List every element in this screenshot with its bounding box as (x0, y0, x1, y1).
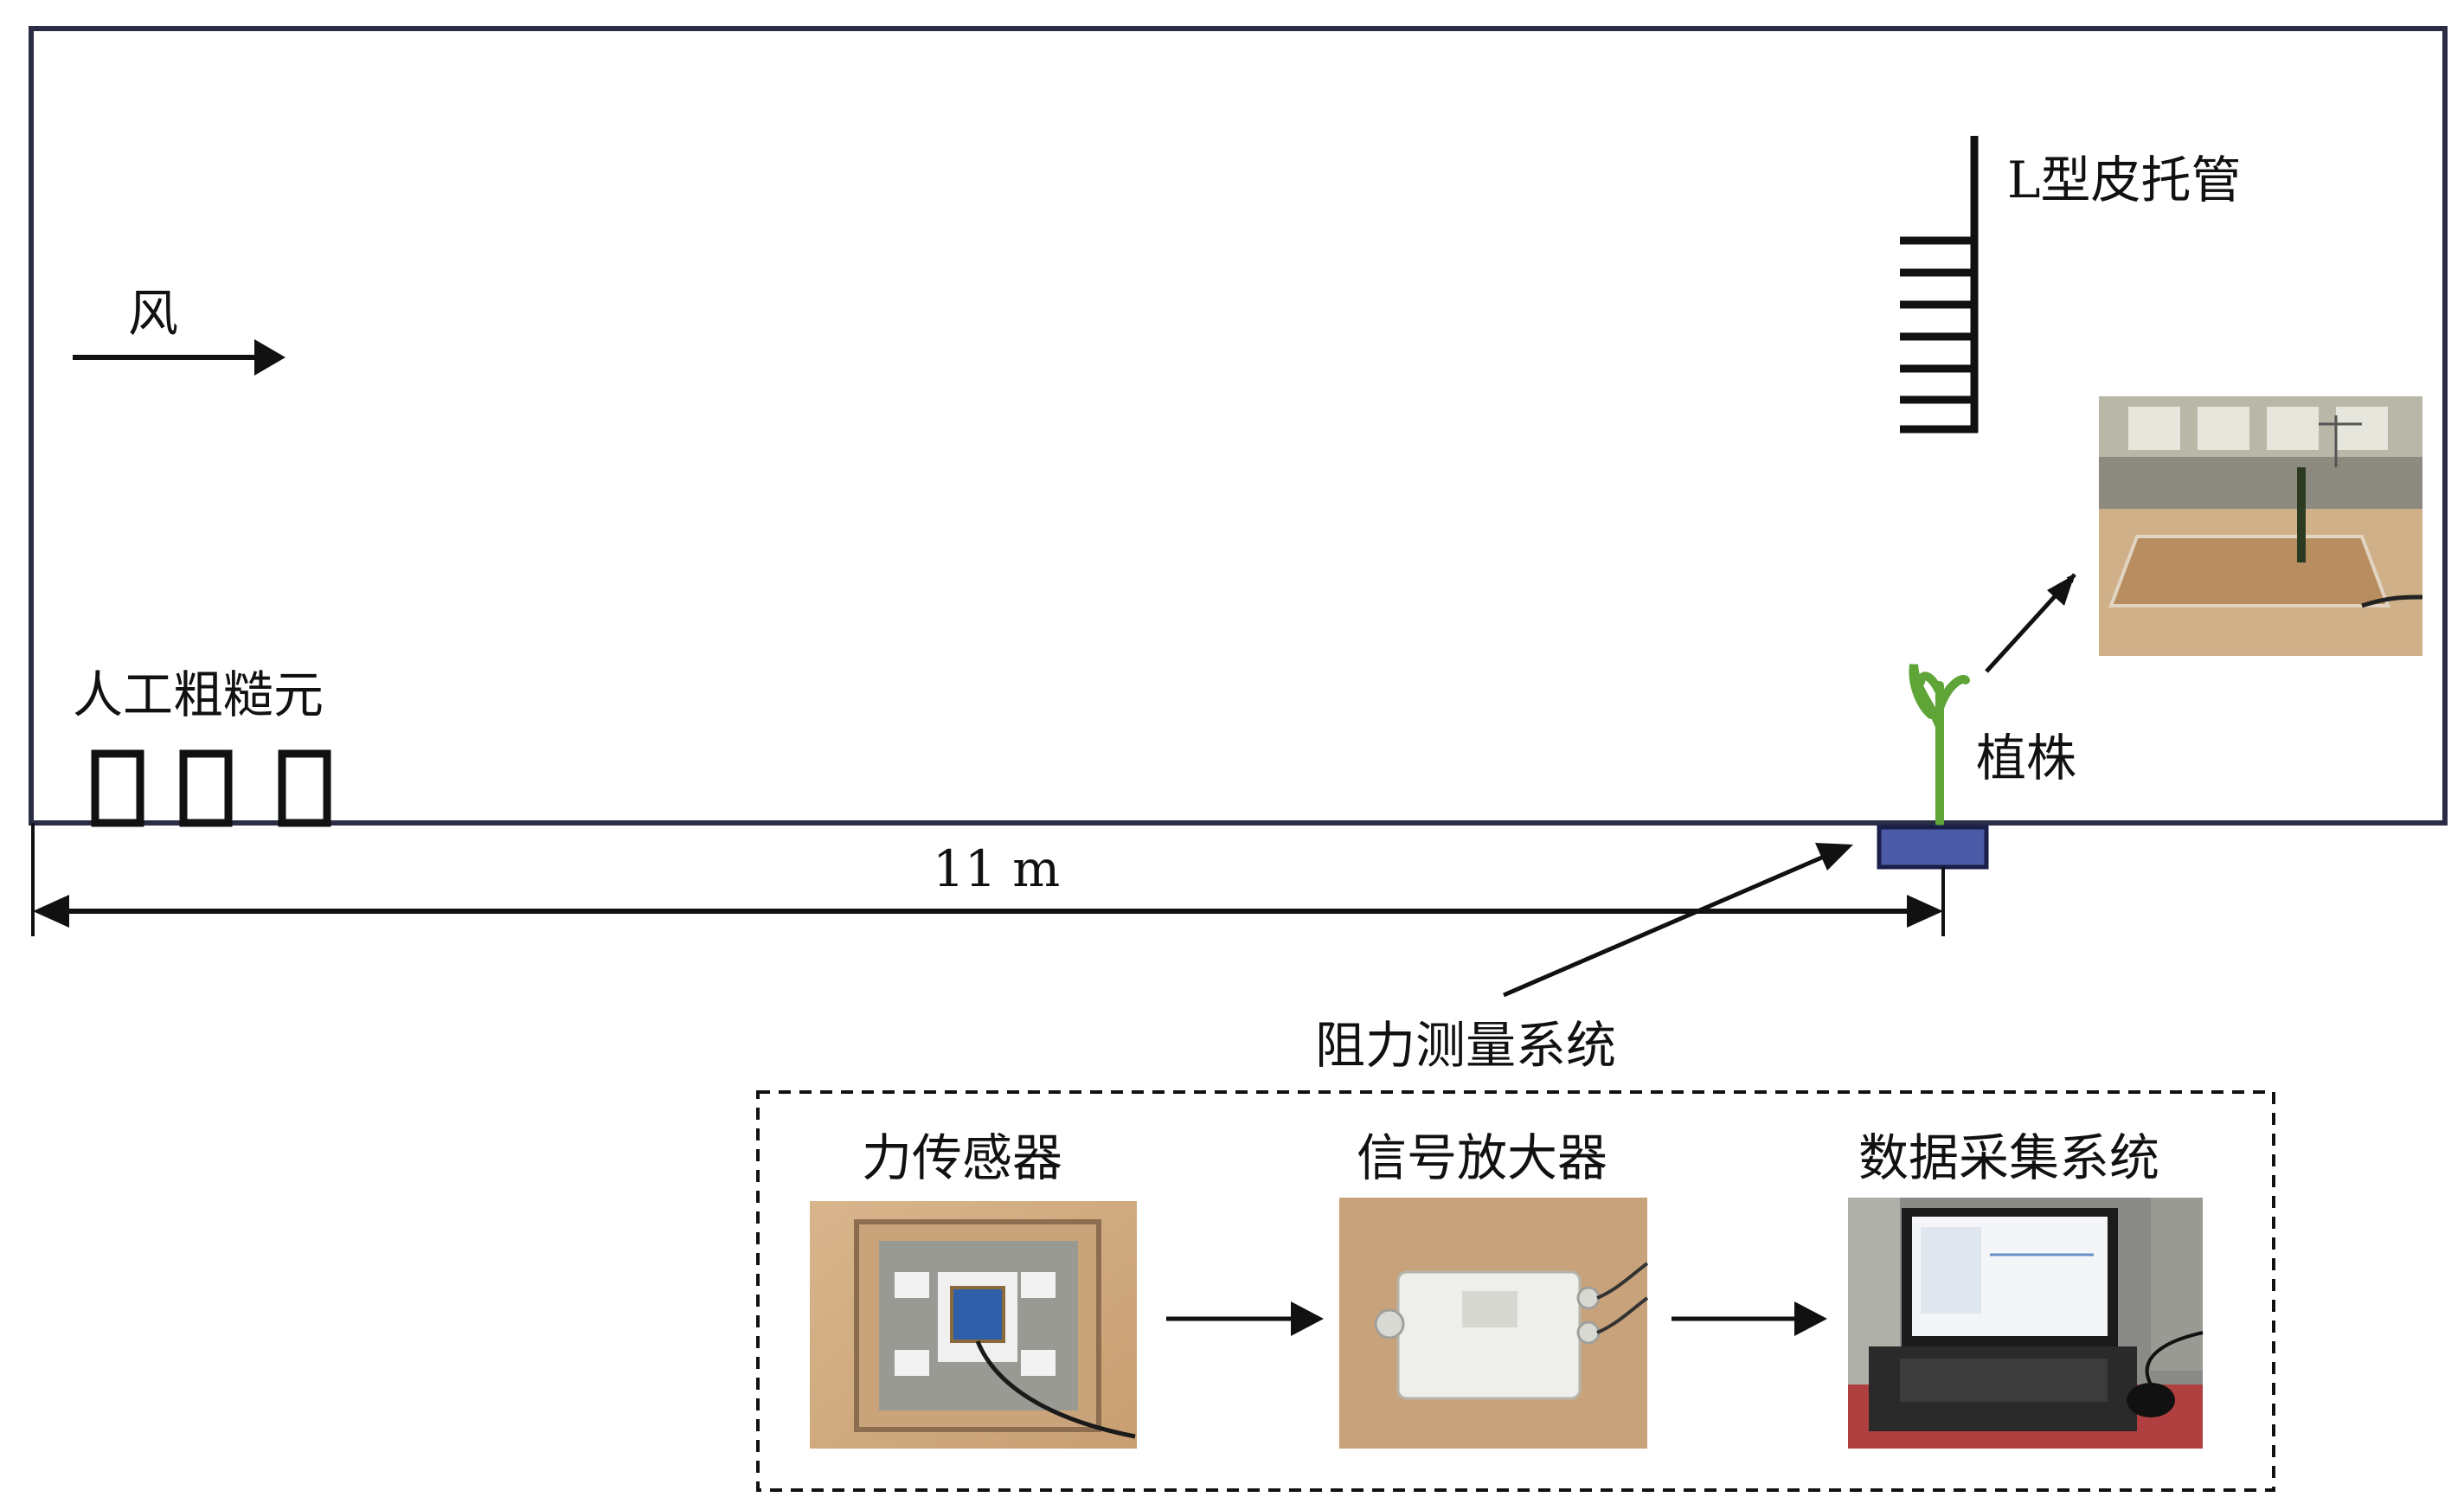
sensor-base (1877, 825, 1989, 870)
pitot-tube-label: L型皮托管 (2007, 151, 2242, 209)
daq-laptop-photo (1848, 1198, 2204, 1449)
distance-dimension (31, 823, 1945, 936)
wind-arrow (73, 339, 286, 376)
distance-arrow-left (33, 895, 69, 928)
roughness-element (278, 749, 331, 827)
amplifier-label: 信号放大器 (1357, 1128, 1607, 1187)
distance-label: 11 m (933, 839, 1060, 898)
wind-tunnel-outline (29, 26, 2448, 826)
plant-photo-arrowhead (2047, 575, 2075, 606)
sensor-to-amplifier-arrowhead (1291, 1301, 1324, 1336)
pitot-tube-rake (1900, 136, 1979, 434)
roughness-element (179, 749, 233, 827)
drag-system-arrowhead (1815, 843, 1853, 871)
plant-icon (1909, 664, 1970, 827)
roughness-element (91, 749, 144, 827)
roughness-label: 人工粗糙元 (73, 665, 324, 724)
distance-arrow-right (1907, 895, 1943, 928)
force-sensor-photo (810, 1201, 1137, 1449)
signal-amplifier-photo (1339, 1198, 1649, 1449)
drag-system-label: 阻力测量系统 (1315, 1016, 1616, 1075)
plant-label: 植株 (1976, 729, 2076, 787)
sensor-label: 力传感器 (862, 1128, 1062, 1187)
drag-system-box (756, 1090, 2275, 1492)
wind-label: 风 (128, 284, 178, 343)
roughness-elements (91, 749, 331, 827)
amplifier-to-daq-arrowhead (1794, 1301, 1827, 1336)
drag-system-pointer (1503, 854, 1825, 998)
wind-tunnel-photo (2099, 396, 2423, 656)
daq-label: 数据采集系统 (1858, 1128, 2159, 1187)
